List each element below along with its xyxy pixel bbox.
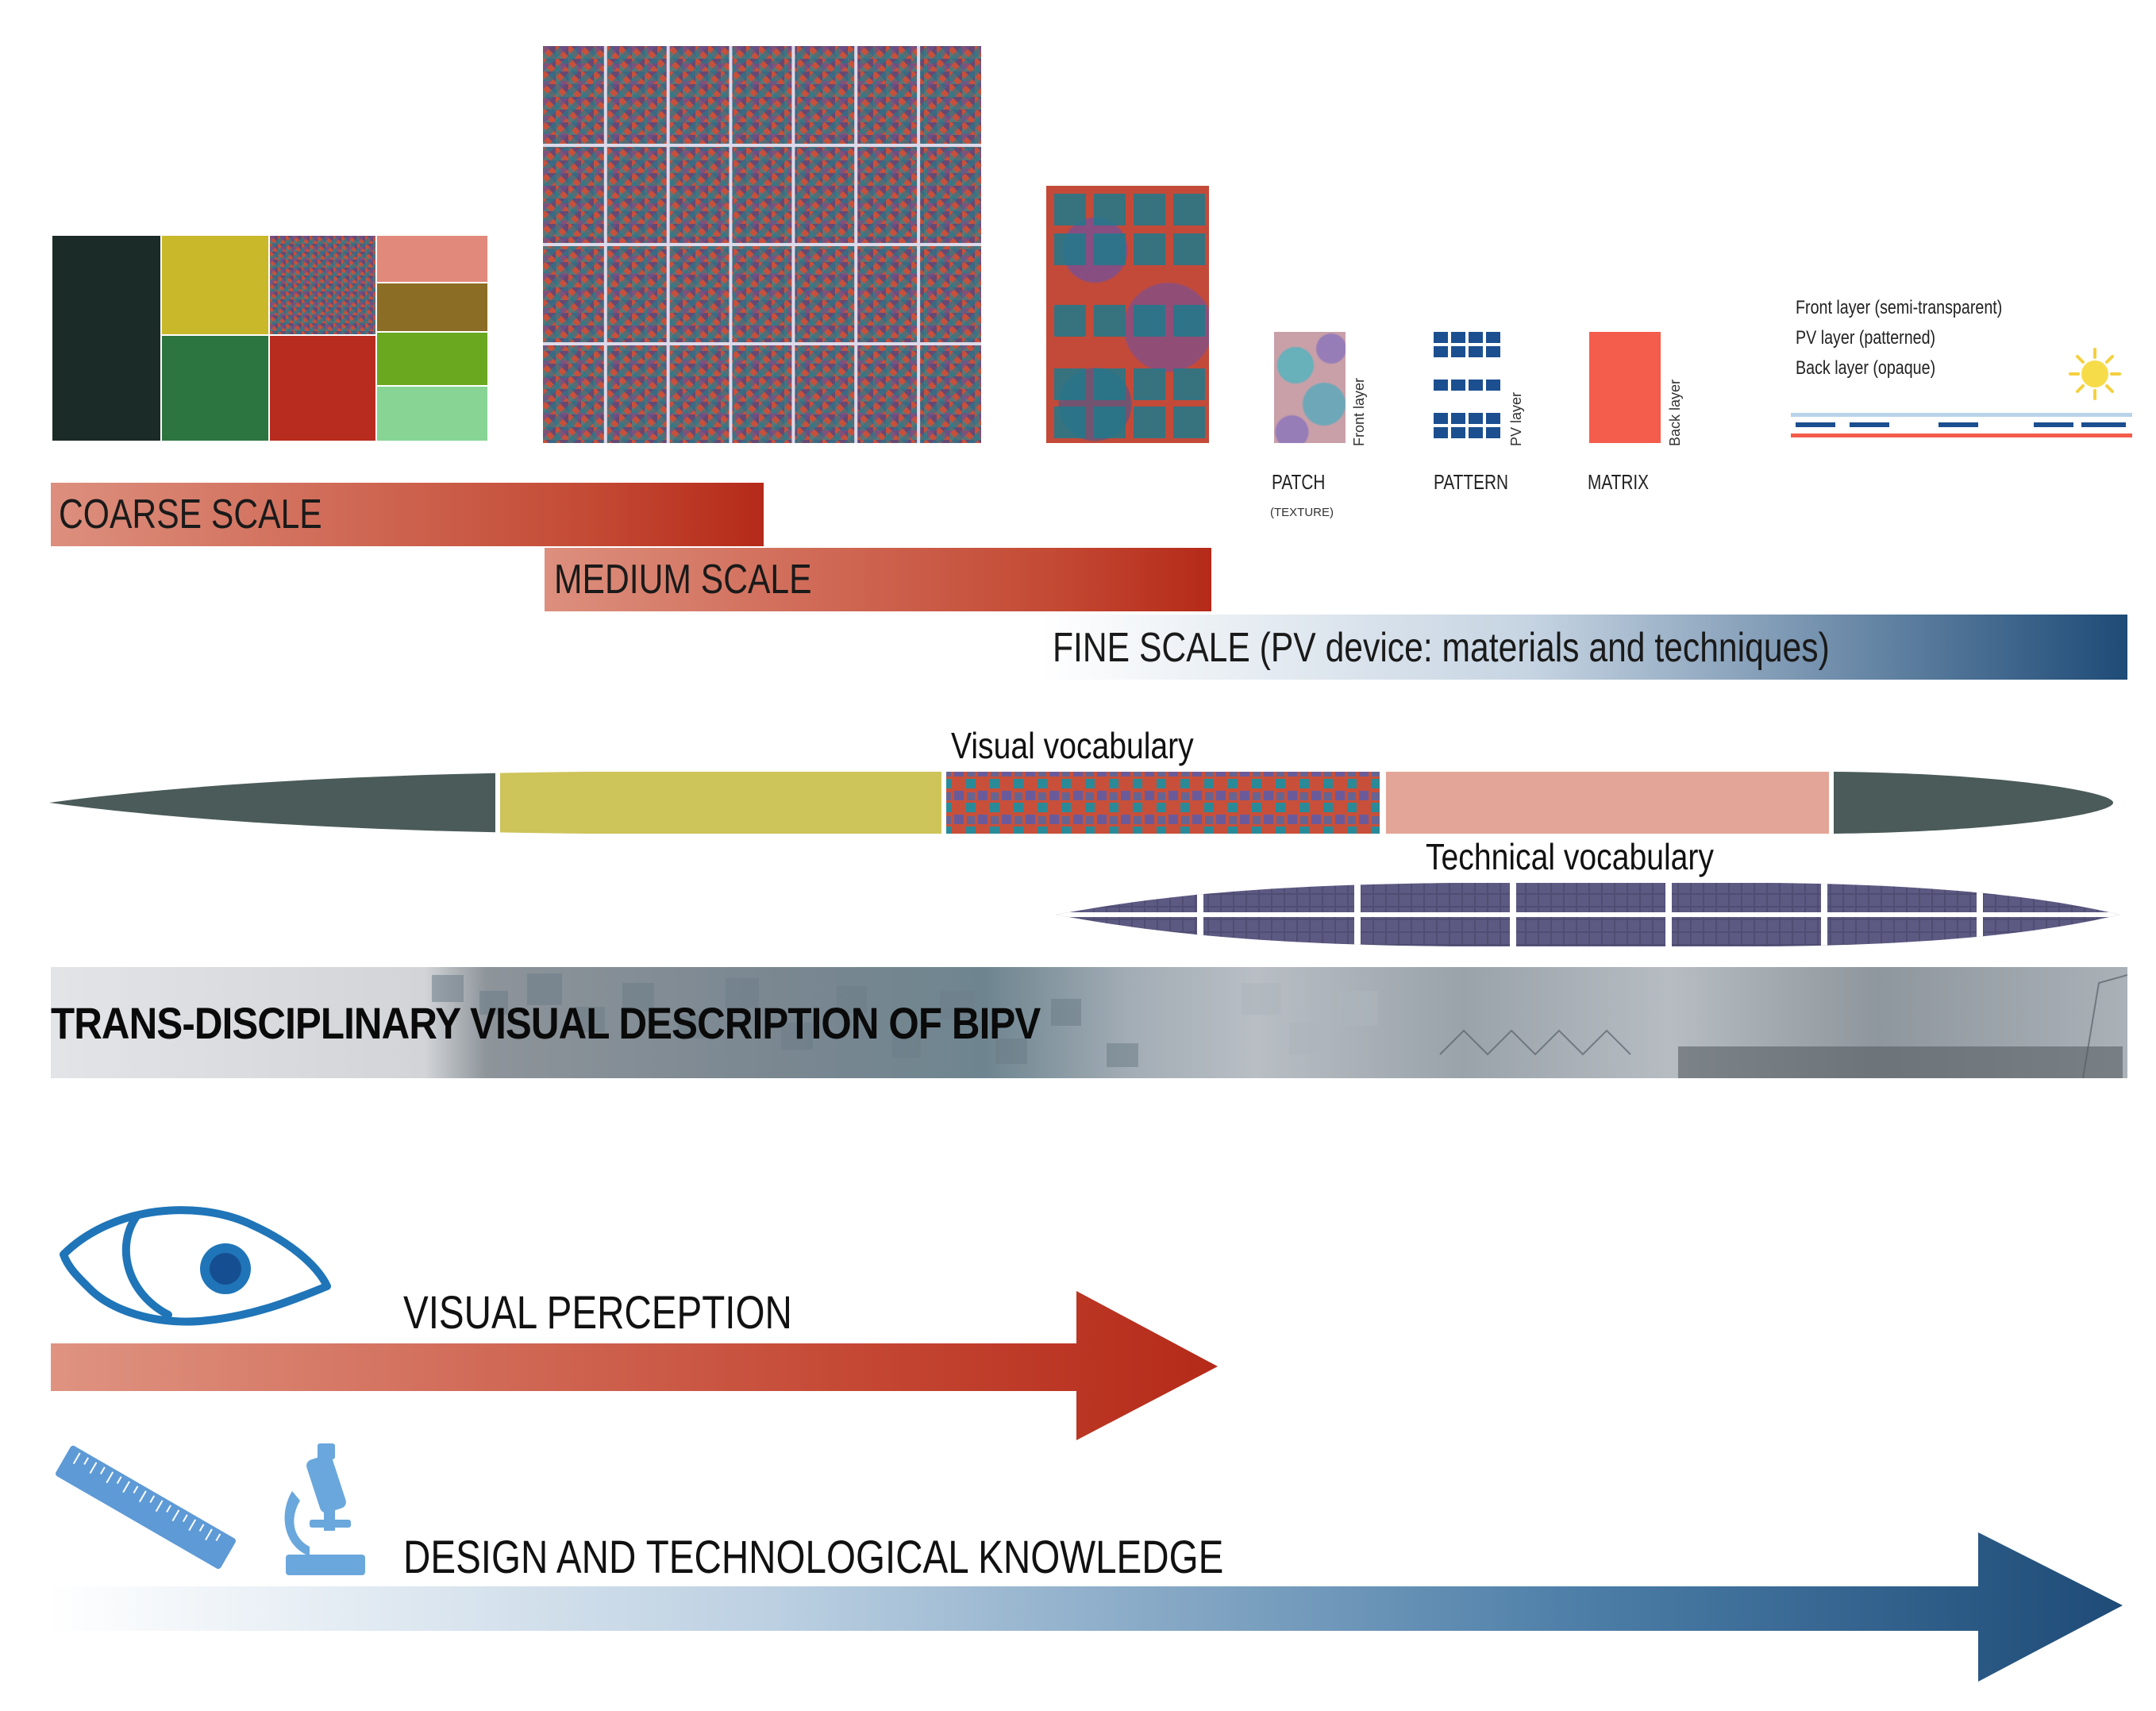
- swatch-olive: [377, 283, 487, 331]
- swatch-dark: [52, 236, 160, 441]
- module-cells: [1054, 194, 1205, 438]
- medium-scale-bar: MEDIUM SCALE: [545, 548, 1211, 611]
- eye-icon: [60, 1206, 331, 1326]
- swatch-yellow: [162, 236, 268, 334]
- pv-layer-vertical-label: PV layer: [1508, 391, 1524, 446]
- layer-stack-diagram: [1791, 413, 2132, 437]
- coarse-scale-swatch-mosaic: [52, 236, 487, 441]
- legend-back-layer: Back layer (opaque): [1796, 357, 1936, 379]
- swatch-pattern: [270, 236, 375, 334]
- visual-vocabulary-lens: [49, 772, 2113, 834]
- patch-overlay: [1274, 332, 1346, 443]
- technical-vocabulary-lens: [1056, 883, 2119, 946]
- swatch-salmon: [377, 236, 487, 282]
- visual-vocabulary-label: Visual vocabulary: [951, 725, 1194, 766]
- swatch-red: [270, 336, 375, 441]
- ruler-icon: [56, 1445, 236, 1569]
- banner-title: TRANS-DISCIPLINARY VISUAL DESCRIPTION OF…: [51, 998, 1041, 1048]
- medium-scale-module-array: [543, 46, 981, 443]
- patch-sublabel: (TEXTURE): [1270, 506, 1334, 519]
- design-knowledge-label: DESIGN AND TECHNOLOGICAL KNOWLEDGE: [403, 1532, 1224, 1583]
- coarse-scale-label: COARSE SCALE: [59, 491, 322, 538]
- patch-label: PATCH: [1272, 470, 1326, 494]
- patch-texture-sample: [1274, 332, 1346, 443]
- matrix-sample: [1589, 332, 1661, 443]
- visual-perception-arrow: [51, 1291, 1218, 1440]
- pattern-label: PATTERN: [1434, 470, 1508, 494]
- legend-pv-layer: PV layer (patterned): [1796, 327, 1936, 349]
- design-knowledge-arrow: [46, 1532, 2123, 1682]
- fine-scale-label: FINE SCALE (PV device: materials and tec…: [1053, 625, 1830, 671]
- back-layer-vertical-label: Back layer: [1667, 379, 1683, 446]
- visual-perception-label: VISUAL PERCEPTION: [403, 1287, 792, 1339]
- matrix-label: MATRIX: [1588, 470, 1650, 494]
- legend-front-layer: Front layer (semi-transparent): [1796, 297, 2003, 318]
- sun-icon: [2069, 348, 2121, 400]
- pattern-sample: [1434, 332, 1500, 438]
- front-layer-vertical-label: Front layer: [1351, 377, 1367, 446]
- coarse-scale-bar: COARSE SCALE: [51, 483, 764, 546]
- microscope-icon: [284, 1443, 365, 1575]
- fine-scale-bar: FINE SCALE (PV device: materials and tec…: [1040, 615, 2127, 680]
- swatch-mint: [377, 387, 487, 441]
- single-pv-module: [1046, 186, 1209, 443]
- swatch-lime: [377, 333, 487, 385]
- medium-scale-label: MEDIUM SCALE: [554, 557, 812, 603]
- technical-vocabulary-label: Technical vocabulary: [1426, 836, 1714, 877]
- banner-building-texture: [432, 973, 2127, 1078]
- swatch-green: [162, 336, 268, 441]
- bipv-photo-banner: TRANS-DISCIPLINARY VISUAL DESCRIPTION OF…: [51, 967, 2127, 1078]
- module-grid-lines: [543, 46, 981, 443]
